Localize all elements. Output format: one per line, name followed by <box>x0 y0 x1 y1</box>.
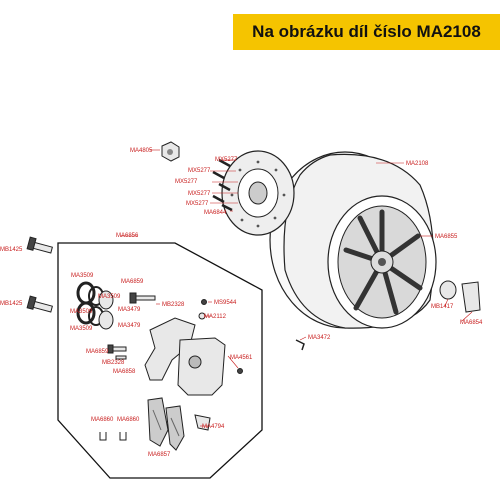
bracket-bolt <box>111 346 127 352</box>
label-ma6859-1: MA6859 <box>121 279 144 285</box>
tire-valve <box>295 339 305 351</box>
label-ma6860-1: MA6860 <box>91 417 114 423</box>
rear-wheel <box>269 151 437 329</box>
slide-pin <box>134 295 156 301</box>
mounting-bolts <box>26 236 53 313</box>
label-mb1425-2: MB1425 <box>0 301 23 307</box>
label-ma6844: MA6844 <box>204 210 227 216</box>
axle-nut-hole <box>167 149 173 155</box>
disc-bolts <box>212 158 233 212</box>
label-ma6858: MA6858 <box>113 369 136 375</box>
label-ma6856: MA6856 <box>116 233 139 239</box>
banner-text: Na obrázku díl číslo MA2108 <box>252 22 481 41</box>
label-mx5277-5: MX5277 <box>186 201 209 207</box>
label-ma3472: MA3472 <box>308 335 331 341</box>
label-ma3509-3: MA3509 <box>98 294 121 300</box>
wheel-spacer <box>461 281 481 313</box>
part-number-banner: Na obrázku díl číslo MA2108 <box>233 14 500 50</box>
label-ma4794: MA4794 <box>202 424 225 430</box>
wheel-collar <box>439 280 457 300</box>
caliper-bracket <box>144 317 196 381</box>
label-mb1417: MB1417 <box>431 304 454 310</box>
label-mb2328-2: MB2328 <box>102 360 125 366</box>
brake-pads <box>147 397 185 451</box>
brake-disc <box>221 150 295 236</box>
label-ma3509-1: MA3509 <box>71 273 94 279</box>
label-ma2112: MA2112 <box>204 314 227 320</box>
label-ma6857: MA6857 <box>148 452 171 458</box>
bracket-bolt-head <box>107 344 114 354</box>
label-mb1425-1: MB1425 <box>0 247 23 253</box>
label-mx5277-4: MX5277 <box>188 191 211 197</box>
leader-lines <box>120 149 473 427</box>
pad-springs <box>99 432 127 441</box>
label-ma3479-1: MA3479 <box>118 307 141 313</box>
label-ma6855: MA6855 <box>435 234 458 240</box>
label-mx5277-2: MX5277 <box>188 168 211 174</box>
caliper-group-frame <box>57 242 263 479</box>
label-ms9544: MS9544 <box>214 300 237 306</box>
label-mx5277-1: MX5277 <box>215 157 238 163</box>
bleeder-valve <box>201 299 207 305</box>
label-ma2108: MA2108 <box>406 161 429 167</box>
label-mx5277-3: MX5277 <box>175 179 198 185</box>
label-ma3509-4: MA3509 <box>70 326 93 332</box>
label-ma6860-2: MA6860 <box>117 417 140 423</box>
label-ma3479-2: MA3479 <box>118 323 141 329</box>
label-ma6854: MA6854 <box>460 320 483 326</box>
pistons-and-seals <box>76 281 114 330</box>
label-ma6859-2: MA6859 <box>86 349 109 355</box>
label-ma4561: MA4561 <box>230 355 253 361</box>
label-ma4805: MA4805 <box>130 148 153 154</box>
slide-pin-head <box>129 292 137 304</box>
bracket-bolt-2 <box>115 355 127 360</box>
pad-pin <box>237 368 243 374</box>
caliper-piston-bore <box>188 355 202 369</box>
label-ma3509-2: MA3509 <box>70 309 93 315</box>
label-mb2328-1: MB2328 <box>162 302 185 308</box>
caliper-body <box>177 337 226 396</box>
